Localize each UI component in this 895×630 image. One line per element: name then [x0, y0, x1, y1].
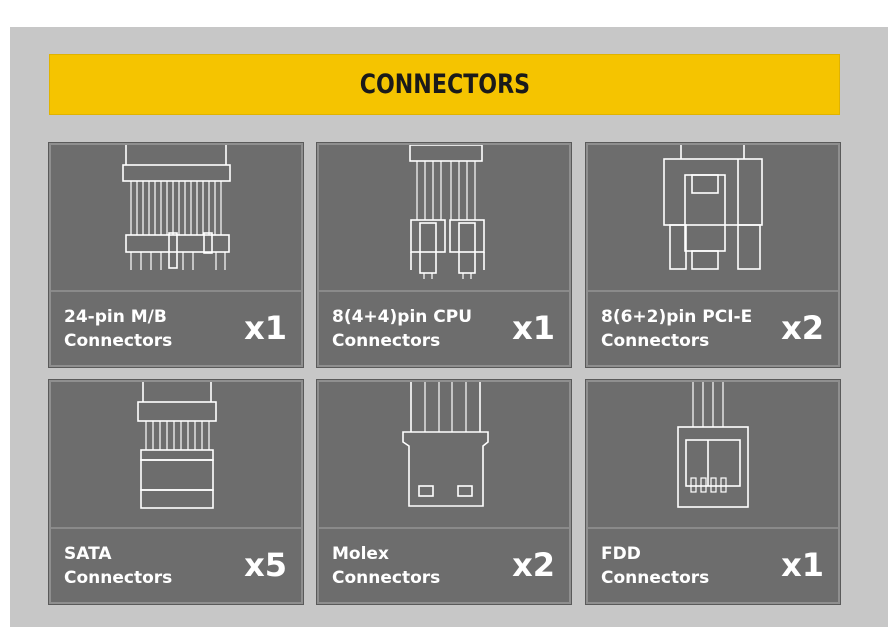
connector-suffix: Connectors — [64, 568, 173, 588]
cpu-8pin-connector-icon — [409, 145, 485, 279]
connector-name: Molex — [332, 544, 389, 564]
connector-suffix: Connectors — [332, 568, 441, 588]
connector-count: x1 — [512, 309, 555, 347]
connector-card-fdd: FDD Connectors x1 — [585, 379, 841, 605]
connector-name: 24-pin M/B — [64, 307, 167, 327]
connector-card-sata: SATA Connectors x5 — [48, 379, 304, 605]
connector-card-24pin: 24-pin M/B Connectors x1 — [48, 142, 304, 368]
card-divider — [319, 527, 569, 529]
card-divider — [51, 527, 301, 529]
connector-name: FDD — [601, 544, 641, 564]
pcie-8pin-connector-icon — [663, 145, 763, 270]
connector-label: SATA Connectors — [64, 542, 172, 590]
connector-suffix: Connectors — [601, 331, 710, 351]
connector-suffix: Connectors — [332, 331, 441, 351]
connector-suffix: Connectors — [601, 568, 710, 588]
molex-connector-icon — [402, 382, 489, 507]
card-divider — [51, 290, 301, 292]
connector-name: SATA — [64, 544, 112, 564]
card-divider — [588, 527, 838, 529]
connector-count: x1 — [781, 546, 824, 584]
sata-connector-icon — [137, 382, 217, 509]
connector-card-cpu: 8(4+4)pin CPU Connectors x1 — [316, 142, 572, 368]
connector-label: 8(4+4)pin CPU Connectors — [332, 305, 472, 353]
card-divider — [588, 290, 838, 292]
card-divider — [319, 290, 569, 292]
connector-label: FDD Connectors — [601, 542, 709, 590]
title-banner: CONNECTORS — [49, 54, 840, 115]
connector-card-pcie: 8(6+2)pin PCI-E Connectors x2 — [585, 142, 841, 368]
connector-label: 8(6+2)pin PCI-E Connectors — [601, 305, 752, 353]
connector-name: 8(4+4)pin CPU — [332, 307, 473, 327]
connector-count: x5 — [244, 546, 287, 584]
connector-count: x2 — [512, 546, 555, 584]
atx-24pin-connector-icon — [122, 145, 231, 270]
connector-suffix: Connectors — [64, 331, 173, 351]
fdd-connector-icon — [677, 382, 749, 508]
page-title: CONNECTORS — [359, 69, 530, 100]
connector-card-molex: Molex Connectors x2 — [316, 379, 572, 605]
connector-count: x1 — [244, 309, 287, 347]
connector-label: Molex Connectors — [332, 542, 440, 590]
connector-name: 8(6+2)pin PCI-E — [601, 307, 753, 327]
connector-label: 24-pin M/B Connectors — [64, 305, 172, 353]
connector-count: x2 — [781, 309, 824, 347]
